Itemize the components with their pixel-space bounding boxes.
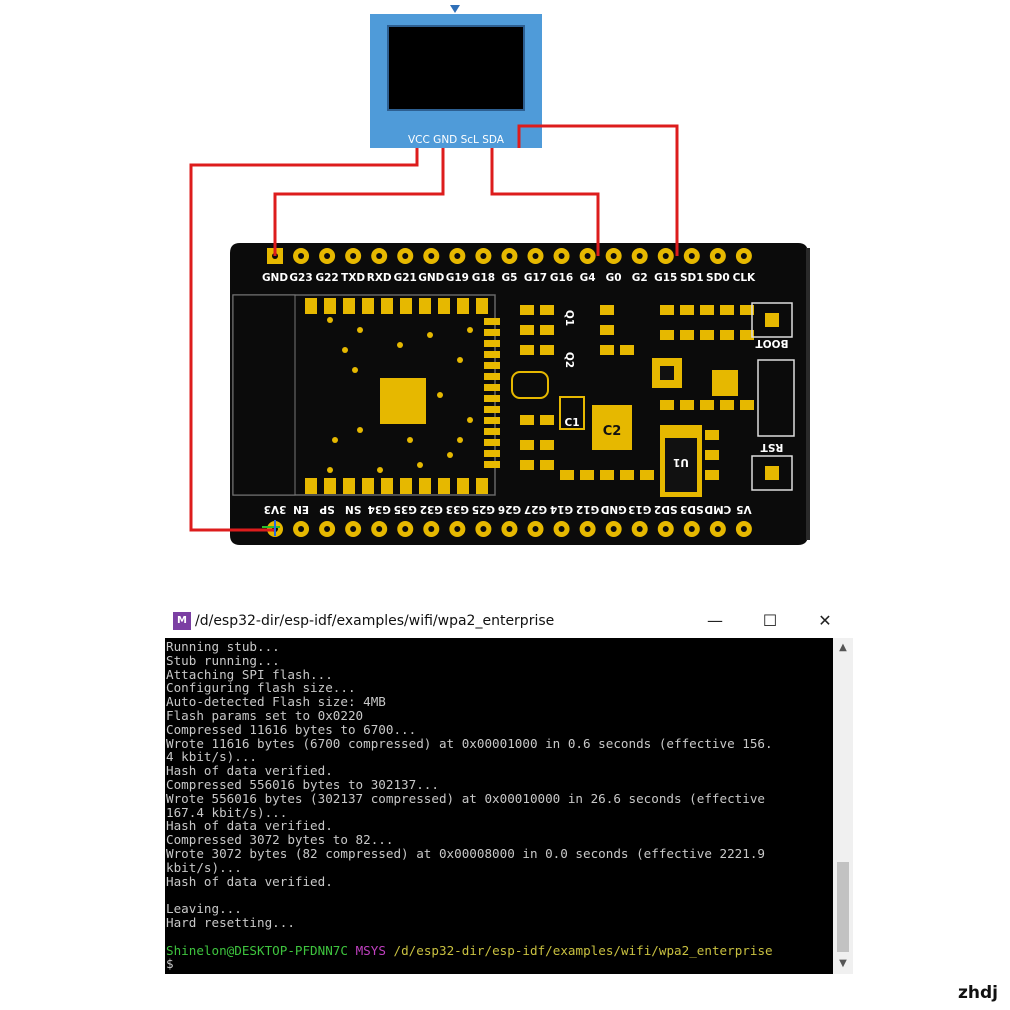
top-pin-label: G16 [550,272,573,284]
bottom-pin-label: G32 [420,503,443,515]
bottom-pin-label: SP [319,503,335,515]
top-pin-label: TXD [341,272,365,284]
terminal-window: M /d/esp32-dir/esp-idf/examples/wifi/wpa… [165,606,853,974]
smd-components: C1 C2 U1 Q1 Q2 BOOT RST [511,302,795,497]
bottom-pin-label: SD2 [654,503,678,515]
top-pin-label: SD1 [680,272,704,284]
prompt-path: /d/esp32-dir/esp-idf/examples/wifi/wpa2_… [393,942,773,958]
terminal-body[interactable]: Running stub... Stub running... Attachin… [165,638,833,974]
bottom-pin-label: G27 [524,503,547,515]
top-pin-label: G2 [632,272,648,284]
label-q2: Q2 [563,352,575,368]
msys-app-icon: M [173,612,191,630]
bottom-pin-label: G25 [472,503,495,515]
label-c1: C1 [564,417,579,429]
close-button[interactable]: ✕ [818,611,832,630]
bottom-pin-label: G26 [498,503,521,515]
module-vias [327,317,473,473]
bottom-pin-label: SD3 [680,503,704,515]
scrollbar[interactable]: ▲ ▼ [833,638,853,974]
scroll-thumb[interactable] [837,862,849,952]
module-edge-pads [305,298,500,494]
esp32-chip-pad [380,378,426,424]
label-c2: C2 [603,424,622,439]
title-bar[interactable]: M /d/esp32-dir/esp-idf/examples/wifi/wpa… [165,606,853,638]
prompt-env: MSYS [355,942,386,958]
bottom-pin-label: CMD [704,503,731,515]
top-pin-label: G0 [606,272,622,284]
top-pin-label: G22 [315,272,338,284]
origin-marker [262,520,280,536]
bottom-pin-pads [267,521,752,537]
maximize-button[interactable]: ☐ [762,611,778,630]
wires [189,124,679,532]
label-boot: BOOT [755,337,789,349]
top-pin-label: CLK [733,272,756,284]
top-pin-pads [267,248,752,264]
top-pin-label: GND [418,272,444,284]
prompt-user-host: Shinelon@DESKTOP-PFDNN7C [166,942,348,958]
top-pin-label: G15 [654,272,677,284]
bottom-pin-label: 3V3 [264,503,287,515]
scroll-up-arrow-icon[interactable]: ▲ [839,642,847,653]
top-pin-label: GND [262,272,288,284]
top-pin-label: G4 [580,272,596,284]
label-rst: RST [760,441,784,453]
terminal-output: Running stub... Stub running... Attachin… [166,639,773,972]
oled-pin-labels: VCC GND ScL SDA [408,134,505,146]
bottom-pin-label: G12 [576,503,599,515]
bottom-pin-label: GND [600,503,626,515]
prompt-symbol: $ [166,956,174,972]
bottom-pin-label: G34 [368,503,391,515]
top-pin-label: G18 [472,272,495,284]
minimize-button[interactable]: — [707,611,723,630]
bottom-pin-label: EN [293,503,309,515]
oled-module: VCC GND ScL SDA [370,5,542,148]
bottom-pin-label: G33 [446,503,469,515]
window-title: /d/esp32-dir/esp-idf/examples/wifi/wpa2_… [195,613,555,629]
top-pin-label: G21 [394,272,417,284]
top-pin-label: G23 [289,272,312,284]
bottom-pin-label: SN [345,503,361,515]
top-pin-label: SD0 [706,272,730,284]
label-u1: U1 [673,456,689,468]
scroll-down-arrow-icon[interactable]: ▼ [839,958,847,969]
bottom-pin-label: V5 [736,503,751,515]
top-pin-label: G19 [446,272,469,284]
label-q1: Q1 [563,310,575,326]
top-pin-label: G17 [524,272,547,284]
wire-sda-g15 [517,124,679,256]
wire-scl-g4 [490,148,600,256]
bottom-pin-label: G13 [628,503,651,515]
wire-gnd-gnd [273,148,445,256]
top-pin-label: G5 [501,272,517,284]
bottom-pin-label: G35 [394,503,417,515]
wire-vcc-3v3 [189,148,419,532]
esp32-module [232,294,500,496]
watermark: zhdj [958,983,998,1003]
bottom-pin-label: G14 [550,503,573,515]
top-pin-label: RXD [367,272,392,284]
